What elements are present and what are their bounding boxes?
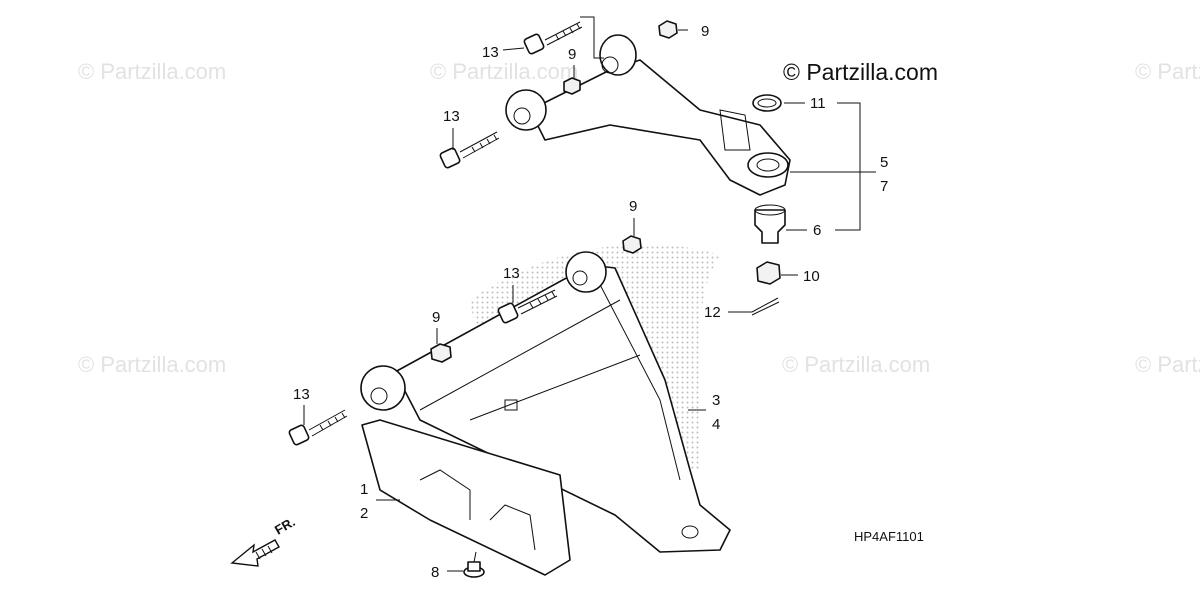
callout-2: 2 (360, 505, 368, 522)
callout-9: 9 (568, 46, 576, 63)
ball-joint-part (754, 204, 786, 244)
callout-13: 13 (293, 386, 310, 403)
bolt-part (439, 131, 500, 169)
upper-arm-part (505, 34, 791, 196)
callout-12: 12 (704, 304, 721, 321)
callouts: 13 9 9 11 13 5 7 6 9 13 10 12 9 13 3 4 1… (293, 23, 888, 581)
callout-13: 13 (443, 108, 460, 125)
arm-guard-part (361, 419, 571, 576)
flange-bolt-part (463, 551, 485, 578)
callout-4: 4 (712, 416, 720, 433)
watermark-text: © Partzilla.com (782, 352, 930, 377)
callout-13: 13 (482, 44, 499, 61)
watermark-text: © Partzilla.com (78, 59, 226, 84)
bolt-part (497, 289, 558, 324)
callout-7: 7 (880, 178, 888, 195)
nut-part (430, 235, 642, 363)
callout-5: 5 (880, 154, 888, 171)
callout-3: 3 (712, 392, 720, 409)
lower-arm-part (360, 251, 731, 553)
callout-8: 8 (431, 564, 439, 581)
diagram-code: HP4AF1101 (854, 529, 924, 544)
callout-11: 11 (810, 95, 826, 112)
callout-9: 9 (629, 198, 637, 215)
callout-9: 9 (432, 309, 440, 326)
callout-13: 13 (503, 265, 520, 282)
watermark-text: © Partzilla.com (1135, 59, 1200, 84)
callout-1: 1 (360, 481, 368, 498)
circlip-part (752, 94, 782, 112)
leader-lines (303, 16, 876, 572)
callout-6: 6 (813, 222, 821, 239)
nut-part (563, 20, 678, 95)
watermark-text: © Partzilla.com (1135, 352, 1200, 377)
castle-nut-part (756, 261, 781, 285)
watermark-text: © Partzilla.com (430, 59, 578, 84)
front-direction-arrow-icon: FR. (230, 514, 298, 567)
bolt-part (523, 21, 583, 55)
direction-label: FR. (272, 514, 298, 537)
cotter-pin-part (751, 297, 780, 316)
copyright-text: © Partzilla.com (783, 59, 938, 85)
watermarks: © Partzilla.com © Partzilla.com © Partzi… (78, 59, 1200, 377)
callout-10: 10 (803, 268, 820, 285)
callout-9: 9 (701, 23, 709, 40)
bolt-part (288, 409, 348, 446)
watermark-text: © Partzilla.com (78, 352, 226, 377)
